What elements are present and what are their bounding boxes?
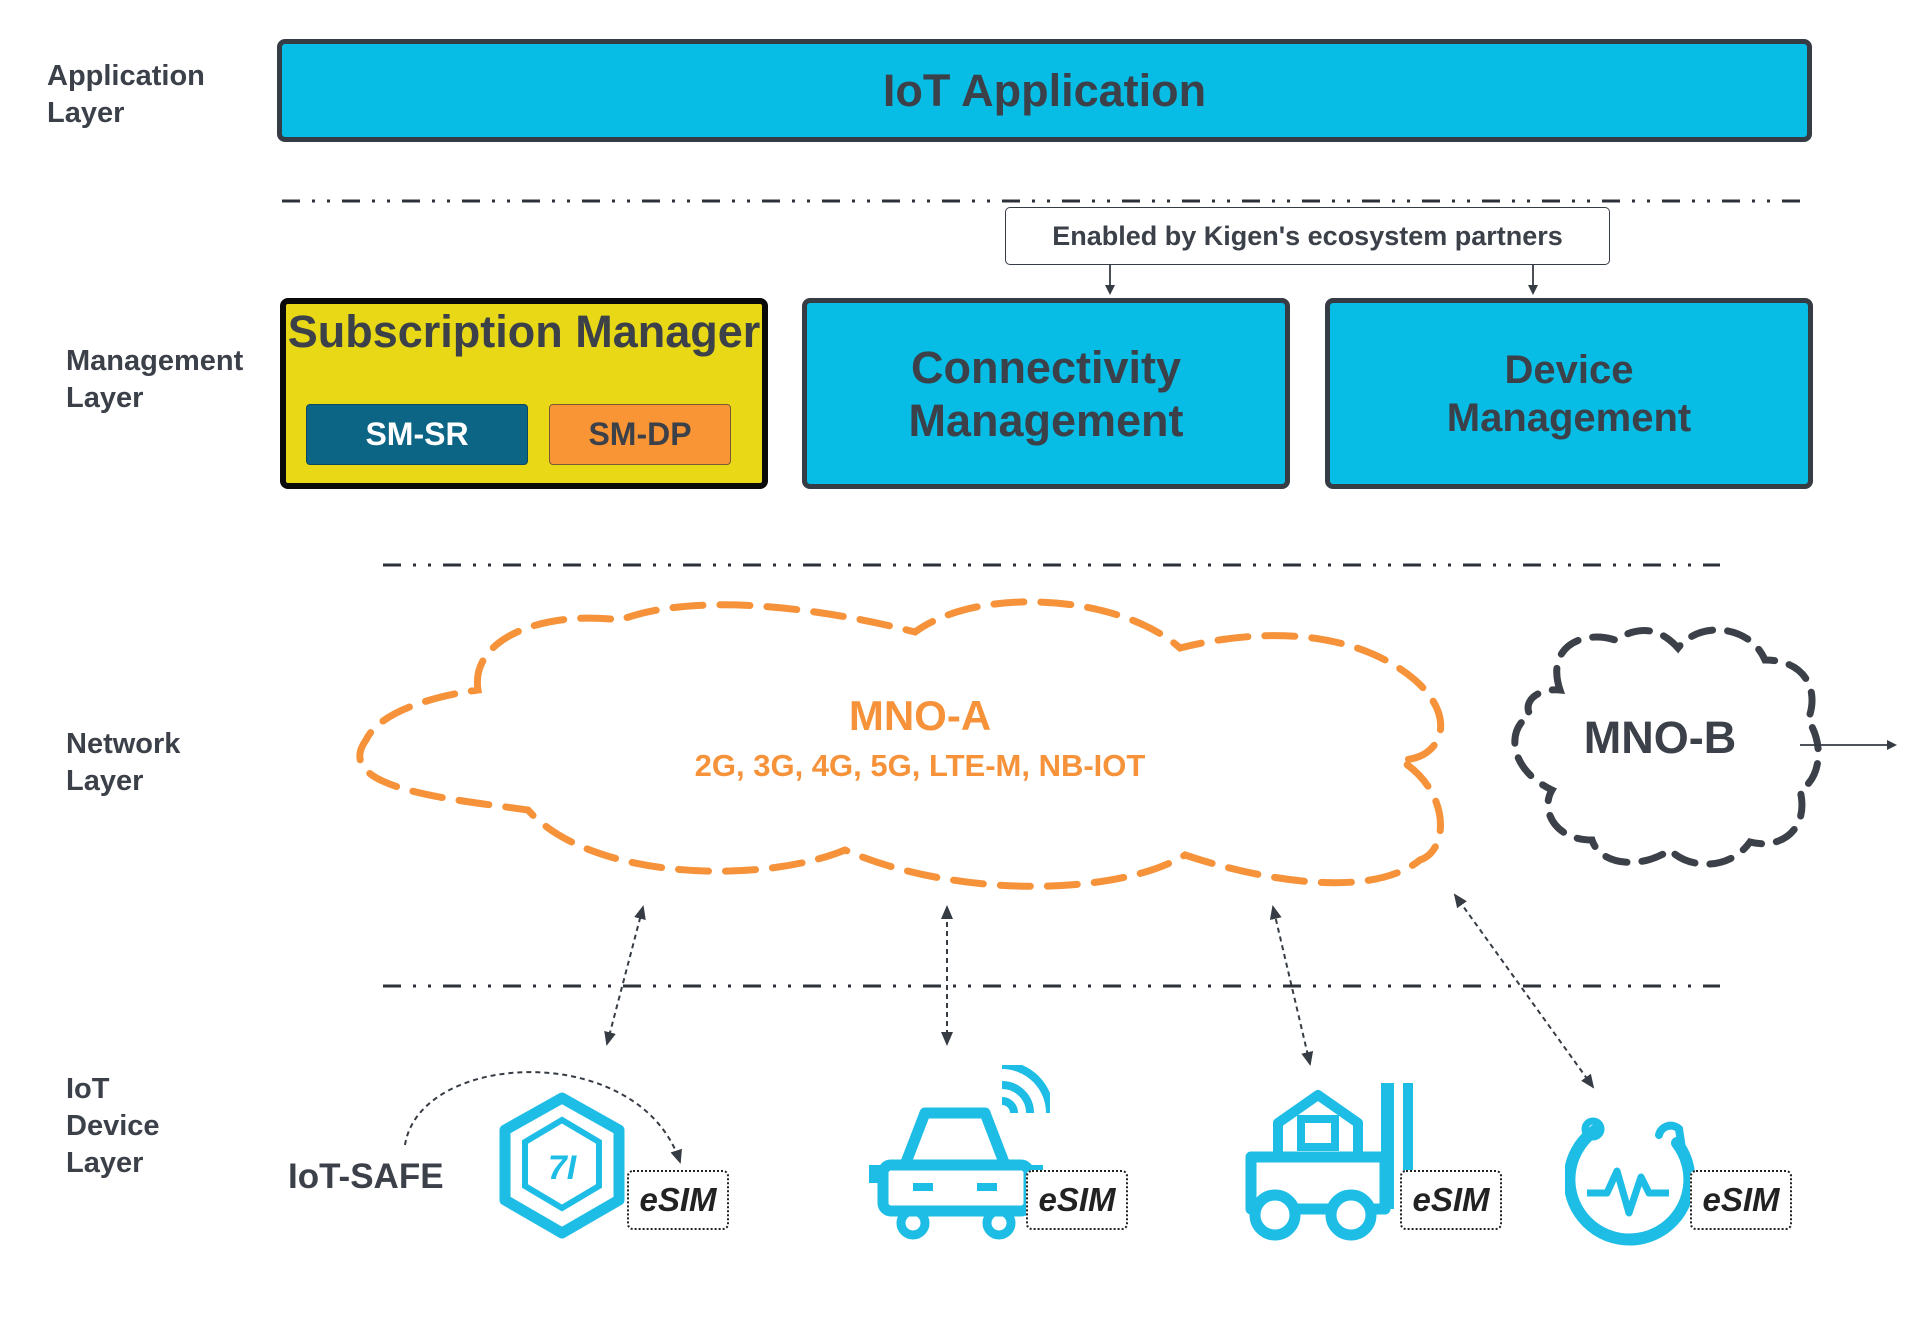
connectivity-management-box: Connectivity Management	[802, 298, 1290, 489]
mno-b-cloud	[1511, 626, 1822, 868]
subscription-manager-box: Subscription Manager SM-SR SM-DP	[280, 298, 768, 489]
iot-safe-label: IoT-SAFE	[288, 1157, 444, 1196]
iot-safe-curve-arrow	[404, 1071, 682, 1164]
sm-sr-box: SM-SR	[306, 404, 528, 465]
management-layer-label: Management Layer	[66, 345, 244, 414]
esim-badge-1: eSIM	[627, 1170, 729, 1230]
ecosystem-partners-note: Enabled by Kigen's ecosystem partners	[1005, 207, 1610, 265]
mno-a-technologies: 2G, 3G, 4G, 5G, LTE-M, NB-IOT	[694, 748, 1146, 783]
subscription-manager-title: Subscription Manager	[287, 306, 761, 357]
device-management-box: Device Management	[1325, 298, 1813, 489]
mno-b-label: MNO-B	[1583, 712, 1737, 763]
secure-element-logo-text: 7I	[548, 1149, 578, 1187]
application-layer-label: Application Layer	[47, 60, 205, 129]
esim-badge-2: eSIM	[1026, 1170, 1128, 1230]
device1-network-arrow	[604, 905, 646, 1046]
mno-a-cloud	[356, 598, 1445, 890]
device4-network-arrow	[1453, 893, 1595, 1089]
network-layer-label: Network Layer	[66, 728, 181, 797]
forklift-icon	[1245, 1083, 1461, 1241]
mno-a-label: MNO-A	[848, 692, 992, 739]
connected-car-icon	[869, 1065, 1050, 1240]
secure-element-hexagon-icon: 7I	[499, 1092, 625, 1239]
esim-badge-4: eSIM	[1690, 1170, 1792, 1230]
health-monitor-icon	[1565, 1117, 1695, 1246]
esim-badge-3: eSIM	[1400, 1170, 1502, 1230]
iot-application-box: IoT Application	[277, 39, 1812, 142]
iot-device-layer-label: IoT Device Layer	[66, 1073, 160, 1179]
sm-dp-box: SM-DP	[549, 404, 731, 465]
